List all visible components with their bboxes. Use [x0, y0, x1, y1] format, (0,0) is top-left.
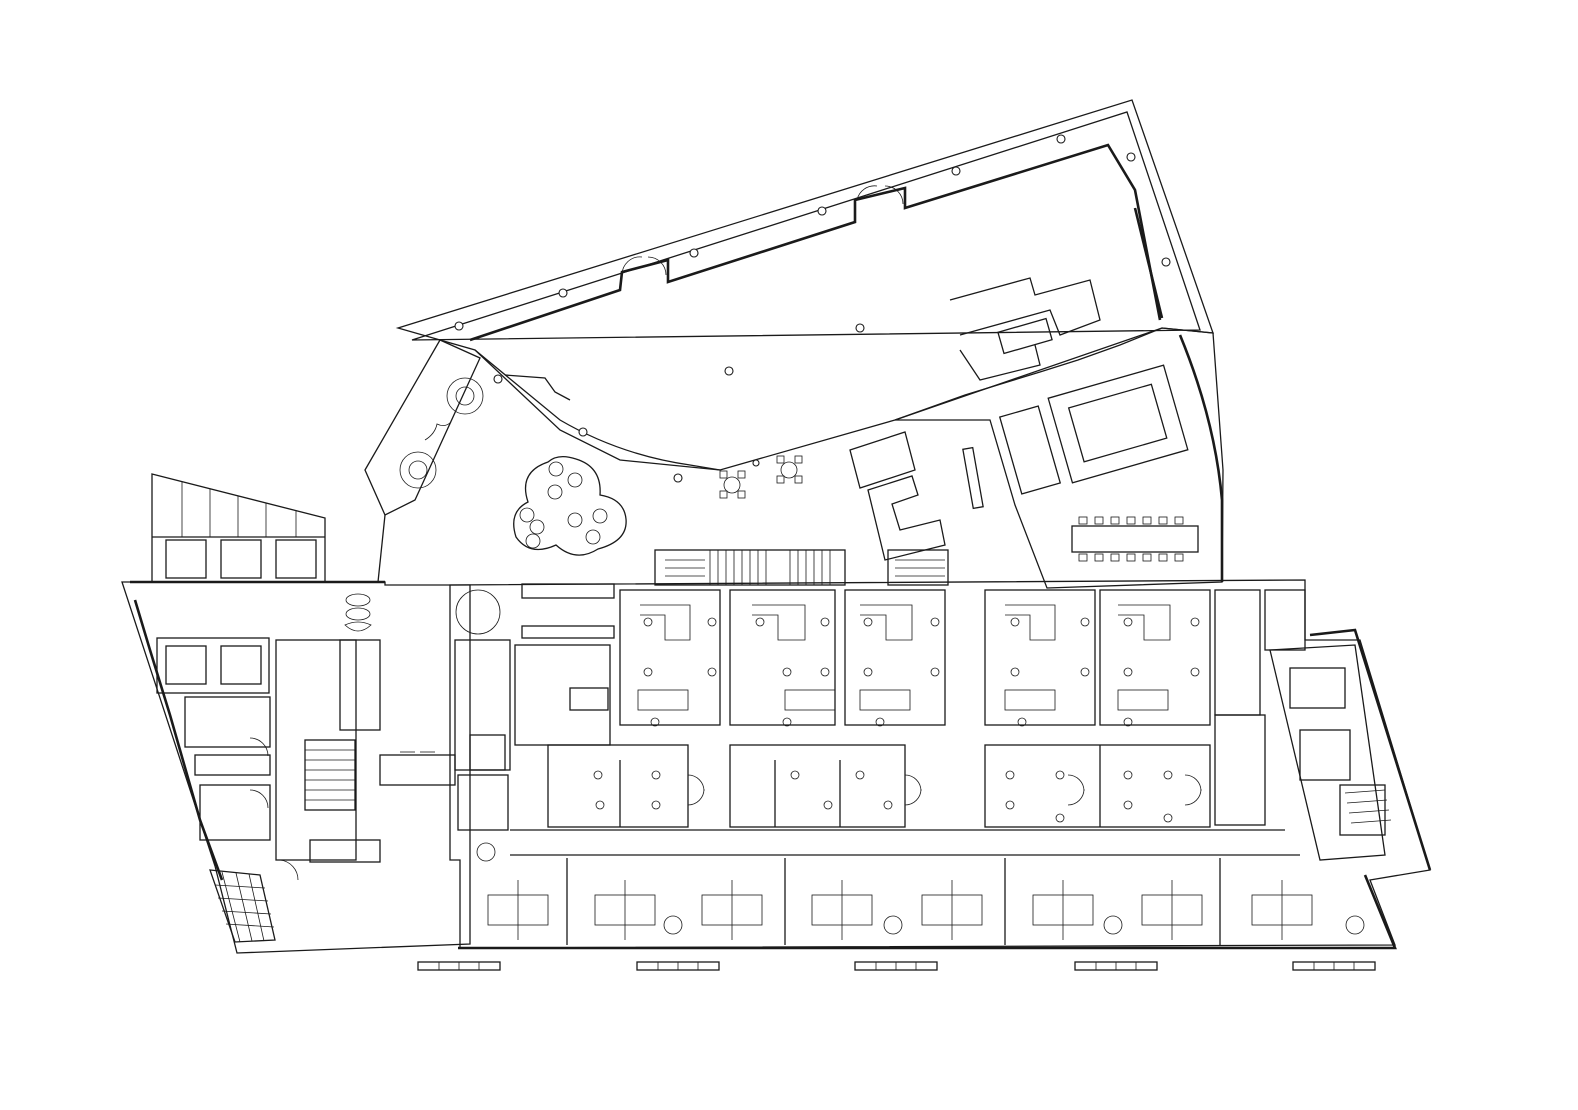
- office-module-2: [729, 589, 836, 726]
- entry-ramp: [364, 339, 481, 516]
- west-facade-wall: [133, 599, 224, 881]
- west-grate: [209, 869, 276, 943]
- east-curtain-wall: [1178, 334, 1224, 582]
- boardroom-table: [1047, 364, 1189, 484]
- north-wing: [395, 99, 1214, 483]
- entry-stairs: [654, 549, 949, 586]
- bridge: [379, 754, 456, 786]
- kiosk-1: [849, 431, 916, 489]
- office-block-outline: [449, 579, 1431, 949]
- meeting-table-long: [1071, 525, 1199, 553]
- entry-connector: [364, 339, 484, 583]
- hall-curved-edge: [474, 349, 721, 471]
- reception-counter: [521, 583, 615, 599]
- restroom-1: [184, 696, 271, 748]
- east-meeting-area: [849, 277, 1224, 589]
- revolving-door-2: [399, 451, 437, 489]
- counter: [962, 446, 984, 510]
- main-office-block: [449, 549, 1432, 950]
- meeting-chairs: [1078, 516, 1184, 562]
- unit-3: [275, 539, 317, 579]
- hall-notch: [504, 374, 571, 401]
- elevator-1: [165, 645, 207, 685]
- office-module-3: [844, 589, 946, 726]
- restroom-2: [199, 784, 271, 841]
- office-module-4: [984, 589, 1096, 726]
- west-stair-treads: [305, 749, 355, 801]
- office-module-1: [619, 589, 721, 726]
- reception-office: [514, 644, 611, 746]
- cafe-tables: [719, 455, 803, 499]
- open-office-bays: [476, 842, 1365, 945]
- office-modules: [547, 589, 1211, 828]
- bench: [521, 625, 615, 639]
- east-glazing: [1133, 207, 1164, 319]
- east-service-rooms: [1214, 589, 1261, 716]
- nw-sloped-roof: [151, 473, 326, 583]
- wing-columns: [454, 134, 1171, 483]
- wing-kitchen: [949, 277, 1101, 336]
- east-facade: [1309, 628, 1432, 871]
- restroom-sinks: [194, 754, 271, 776]
- elevator-2: [220, 645, 262, 685]
- kiosk-2: [867, 475, 946, 561]
- wing-door-2: [856, 185, 904, 205]
- office-module-5: [1099, 589, 1211, 726]
- small-office: [998, 405, 1062, 495]
- storage: [457, 774, 509, 831]
- west-core: [121, 580, 471, 954]
- unit-2: [220, 539, 262, 579]
- lounge-trefoil-seating: [513, 455, 627, 556]
- waiting-room: [454, 639, 511, 771]
- wing-door-1: [621, 256, 667, 276]
- core-shaft: [275, 639, 357, 861]
- revolving-door-1: [446, 377, 484, 415]
- boardroom-inner: [1067, 383, 1168, 463]
- trefoil-table: [513, 455, 627, 556]
- north-wing-inner-wall: [411, 111, 1201, 341]
- kitchen-block: [997, 317, 1053, 355]
- lounge-chairs: [519, 461, 608, 549]
- west-stair: [304, 739, 356, 811]
- south-louvers: [417, 961, 1376, 971]
- nw-block: [151, 473, 326, 583]
- core-top-feature: [344, 593, 372, 632]
- round-lounge: [455, 589, 501, 635]
- small-stair: [469, 734, 506, 771]
- east-core: [1269, 644, 1386, 861]
- unit-1: [165, 539, 207, 579]
- office-doors: [687, 774, 1202, 806]
- meeting-zone-outline: [894, 327, 1224, 589]
- north-wing-window-band: [469, 143, 1162, 342]
